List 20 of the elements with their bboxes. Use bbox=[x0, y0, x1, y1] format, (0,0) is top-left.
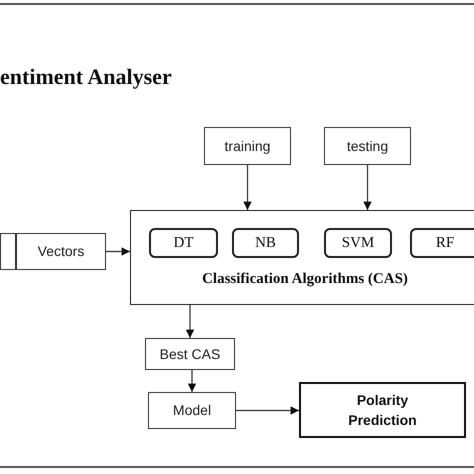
output-box: Polarity Prediction bbox=[299, 382, 466, 438]
process-box: training bbox=[204, 127, 291, 165]
arrow bbox=[243, 165, 252, 210]
process-box: Vectors bbox=[16, 233, 106, 270]
process-box bbox=[0, 233, 16, 270]
arrow bbox=[363, 165, 372, 210]
arrow bbox=[106, 247, 130, 256]
algorithm-box: DT bbox=[149, 228, 218, 258]
process-box: testing bbox=[324, 127, 411, 165]
group-box bbox=[130, 210, 474, 305]
process-box: Best CAS bbox=[145, 338, 235, 370]
arrow bbox=[236, 406, 299, 415]
algorithm-box: SVM bbox=[324, 228, 392, 258]
title: entiment Analyser bbox=[0, 63, 172, 91]
arrow bbox=[186, 305, 194, 338]
arrow bbox=[188, 370, 196, 392]
process-box: Model bbox=[148, 392, 236, 429]
algorithm-box: RF bbox=[410, 228, 474, 258]
group-label: Classification Algorithms (CAS) bbox=[202, 270, 408, 288]
algorithm-box: NB bbox=[232, 228, 299, 258]
